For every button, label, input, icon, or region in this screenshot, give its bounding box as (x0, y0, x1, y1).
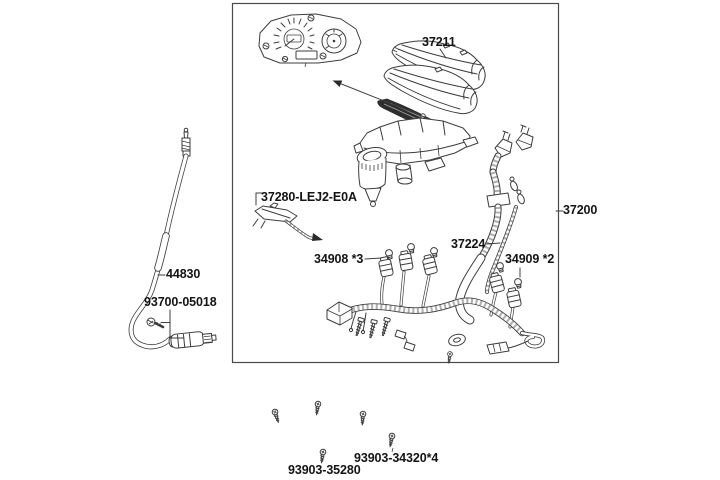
part-label-sensor: 37280-LEJ2-E0A (261, 190, 357, 204)
part-label-tapping-screw-single: 93903-35280 (288, 463, 361, 477)
meter-lens-cover-inner (383, 64, 478, 115)
leader-line-bulbs-left (364, 257, 382, 260)
wire-clip (403, 341, 416, 352)
leader-line-tapping-screws (391, 447, 394, 453)
indicator-bulb (495, 261, 506, 274)
tapping-screw (358, 410, 367, 426)
bulb-socket (377, 255, 395, 278)
frame-border (231, 2, 560, 364)
sensor-unit (252, 192, 323, 241)
lcd-window (295, 50, 318, 60)
tapping-screw (313, 400, 322, 416)
speedometer-cable (128, 127, 217, 350)
sensor-wire-arrowhead (312, 233, 323, 241)
speedometer-cluster (258, 13, 362, 68)
leader-line-sensor (255, 192, 264, 206)
cable-screw (146, 309, 185, 339)
wiring-harness (326, 124, 545, 365)
tapping-screw (318, 448, 327, 464)
part-label-cable-screw: 93700-05018 (144, 295, 217, 309)
leader-line-cover (439, 48, 447, 59)
cable-drive-connector (168, 331, 217, 349)
speedo-tick-marks (273, 17, 315, 50)
harness-connector (486, 341, 510, 355)
speedo-needle (284, 38, 295, 47)
part-label-speedometer-cable: 44830 (166, 267, 201, 281)
bulb-socket (505, 286, 523, 309)
part-label-bulbs-right: 34909 *2 (505, 252, 555, 266)
part-label-sub-cable: 37224 (451, 237, 486, 251)
meter-body (353, 117, 479, 207)
leader-line-sub-cable (485, 242, 501, 245)
grommet (448, 333, 466, 347)
tapping-screw (445, 350, 454, 365)
part-label-meter-cover: 37211 (422, 35, 456, 49)
mounting-screw (379, 316, 391, 337)
part-label-tapping-screws: 93903-34320*4 (354, 451, 439, 465)
tapping-screw (270, 407, 282, 424)
leader-line-screw (160, 309, 185, 339)
part-label-meter-assembly: 37200 (563, 203, 598, 217)
indicator-bulb (513, 277, 524, 290)
bulb-socket (487, 271, 506, 294)
assembly-direction-arrow (332, 80, 448, 127)
wire-clip (394, 329, 407, 340)
harness-connector (326, 301, 353, 326)
tapping-screw (386, 432, 396, 448)
indicator-bulb (406, 242, 416, 254)
part-label-bulbs-left: 34908 *3 (314, 252, 364, 266)
mounting-screw (366, 318, 378, 339)
tape-band (486, 192, 511, 208)
speedometer-drive-unit (356, 147, 388, 207)
harness-connector (515, 132, 534, 151)
